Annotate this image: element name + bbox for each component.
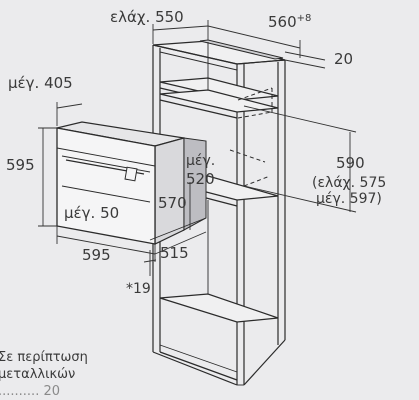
- dimension-lines: [38, 20, 357, 276]
- label-niche-max: μέγ. 597): [316, 191, 382, 207]
- metal-note: Σε περίπτωση μεταλλικών .......... 20: [0, 349, 88, 400]
- label-top-depth: 560+8: [268, 14, 311, 30]
- label-oven-depth-max: μέγ. 405: [8, 74, 73, 92]
- metal-note-line-1: Σε περίπτωση: [0, 350, 88, 365]
- label-footnote-19: *19: [126, 281, 151, 297]
- label-top-gap: 20: [334, 50, 354, 68]
- label-top-depth-sup: +8: [296, 13, 312, 24]
- label-inner-max-b: 520: [186, 170, 215, 188]
- label-oven-height: 595: [6, 156, 35, 174]
- label-bottom-515: 515: [160, 244, 189, 262]
- label-inner-max-a: μέγ.: [186, 153, 216, 169]
- bottom-shelf: [159, 293, 279, 323]
- label-top-depth-value: 560: [268, 13, 297, 31]
- label-top-min-width: ελάχ. 550: [110, 8, 184, 26]
- cabinet-top-edge: [199, 39, 284, 60]
- oven-front: [56, 127, 156, 245]
- label-niche-height: 590: [336, 154, 365, 172]
- label-oven-width: 595: [82, 246, 111, 264]
- tall-cabinet: [152, 39, 286, 386]
- label-niche-min: (ελάχ. 575: [312, 175, 387, 191]
- middle-shelf: [159, 89, 279, 113]
- metal-note-line-2: μεταλλικών: [0, 367, 76, 382]
- oven: [56, 121, 207, 245]
- label-inner-570: 570: [158, 194, 187, 212]
- label-recess-max: μέγ. 50: [64, 204, 120, 222]
- metal-note-line-3: .......... 20: [0, 384, 60, 399]
